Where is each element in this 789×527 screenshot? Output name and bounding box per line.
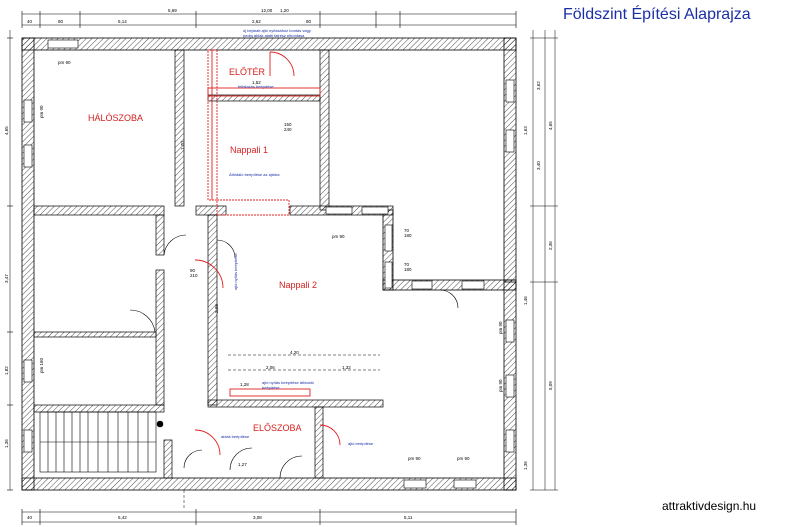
dimension-ticks — [7, 11, 558, 525]
opening-label: 70 — [404, 262, 410, 267]
room-label-eloter: ELŐTÉR — [229, 67, 266, 77]
dim-top-seg: 2,62 — [252, 19, 261, 24]
note-eloszoba-right: ajtó beépítése — [348, 441, 374, 446]
dim-right-seg: 1,46 — [523, 296, 528, 305]
dim-top-seg: 5,14 — [118, 19, 127, 24]
dim-right-seg: 1,63 — [523, 126, 528, 135]
inner-walls — [33, 49, 394, 479]
opening-label: 240 — [284, 127, 292, 132]
dim-inner: 1,70 — [180, 141, 185, 150]
opening-label: pm 90 — [498, 321, 503, 334]
opening-label: 150 — [284, 122, 292, 127]
dim-left-seg: 1,36 — [4, 439, 9, 448]
dim-top-overall: 12,00 — [261, 8, 273, 13]
room-label-nappali2: Nappali 2 — [279, 280, 318, 290]
opening-label: pm 90 — [457, 456, 470, 461]
dim-top-seg: 1,20 — [280, 8, 289, 13]
demolition-marks — [194, 49, 341, 456]
opening-label: pm 90 — [39, 105, 44, 118]
credit-text: attraktivdesign.hu — [662, 499, 757, 513]
dim-bottom-seg: 5,42 — [118, 515, 127, 520]
staircase — [39, 411, 164, 473]
note-top: új bejárati ajtó nyílásához bontás vagy … — [243, 28, 311, 38]
dim-right-seg: 1,36 — [523, 461, 528, 470]
opening-label: 180 — [404, 267, 412, 272]
section-lines — [183, 354, 380, 510]
dim-right-seg: 3,40 — [536, 161, 541, 170]
room-label-nappali1: Nappali 1 — [230, 145, 269, 155]
dim-left-seg: 4,65 — [4, 126, 9, 135]
opening-label: 90 — [190, 268, 196, 273]
dim-right-seg: 4,65 — [548, 121, 553, 130]
dim-bottom-seg: 3,08 — [253, 515, 262, 520]
opening-label: 180 — [404, 233, 412, 238]
dim-top-seg: 5,69 — [168, 8, 177, 13]
page-title: Földszint Építési Alaprajza — [563, 6, 751, 23]
dim-right-seg: 2,36 — [548, 241, 553, 250]
dim-top-seg: 40 — [27, 19, 33, 24]
dim-inner: 1,52 — [252, 80, 261, 85]
dim-top-seg: 80 — [58, 19, 64, 24]
note-eloter: felfalazás beépítése — [238, 84, 274, 89]
dim-inner: 1,27 — [238, 462, 247, 467]
dim-inner: 4,20 — [290, 350, 299, 355]
dim-inner: 1,32 — [342, 365, 351, 370]
dim-left-seg: 1,82 — [4, 366, 9, 375]
dim-bottom-seg: 5,11 — [404, 515, 413, 520]
dim-bottom-seg: 40 — [27, 515, 33, 520]
note-mid: ajtó nyílás beépítése áthidaló beépítése — [262, 380, 314, 390]
dimension-lines — [9, 13, 556, 523]
windows — [23, 39, 515, 489]
dim-inner: 2,06 — [266, 365, 275, 370]
room-label-haloszoba: HÁLÓSZOBA — [88, 113, 144, 123]
opening-label: 70 — [404, 228, 410, 233]
dim-top-seg: 80 — [306, 19, 312, 24]
opening-label: pm 90 — [332, 234, 345, 239]
note-nappali1: Áthidaló beépítése az ajtóba — [229, 172, 280, 177]
room-label-eloszoba: ELŐSZOBA — [253, 423, 302, 433]
opening-label: 210 — [190, 273, 198, 278]
dim-inner: 1,28 — [240, 382, 249, 387]
note-eloszoba-left: ablak beépítése — [221, 434, 250, 439]
dim-left-seg: 3,47 — [4, 274, 9, 283]
opening-label: pm 90 — [498, 379, 503, 392]
note-nappali2: ajtó nyílás beépítése — [233, 253, 238, 290]
door-swings — [129, 234, 459, 479]
dim-right-seg: 3,62 — [536, 81, 541, 90]
opening-label: pm 90 — [408, 456, 421, 461]
dim-right-seg: 5,09 — [548, 381, 553, 390]
opening-label: pm 90 — [58, 60, 71, 65]
dim-inner: 2,98 — [214, 304, 219, 313]
opening-label: pm 160 — [39, 357, 44, 373]
